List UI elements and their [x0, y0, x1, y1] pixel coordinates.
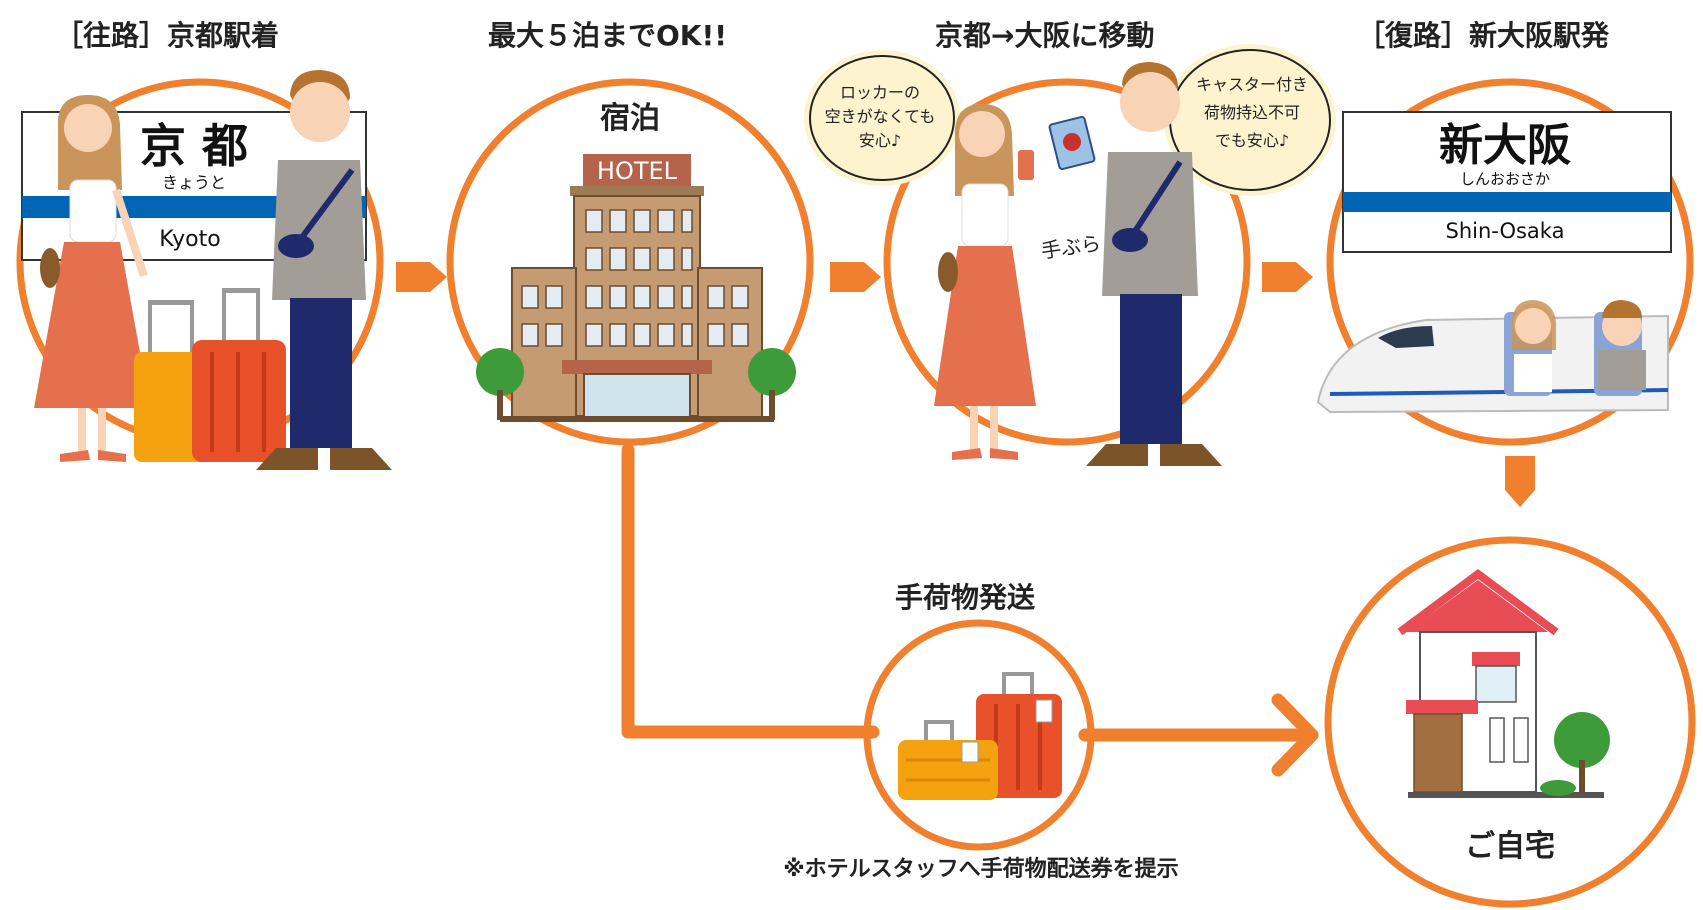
kyoto-sign-kanji: 京 都 — [140, 119, 248, 173]
bubble-right-line-3: でも安心♪ — [1215, 131, 1289, 150]
step-title-move: 京都→大阪に移動 — [935, 19, 1155, 52]
step-title-stay: 最大５泊までOK!! — [488, 19, 728, 52]
tebura-label: 手ぶら — [1040, 231, 1103, 263]
bubble-right-line-1: キャスター付き — [1196, 75, 1308, 94]
man-figure — [256, 70, 392, 470]
bubble-right-line-2: 荷物持込不可 — [1204, 103, 1300, 122]
connectors — [621, 443, 1319, 777]
bubble-left-line-3: 安心♪ — [859, 131, 901, 150]
connector-hotel-to-shipping — [621, 443, 880, 739]
shipping-luggage-icon — [898, 672, 1062, 800]
arrow-right-icon — [396, 262, 447, 292]
stay-label: 宿泊 — [600, 101, 660, 136]
footnote: ※ホテルスタッフへ手荷物配送券を提示 — [783, 856, 1178, 882]
arrowhead-to-home — [1271, 693, 1319, 777]
shinkansen-train-icon — [1316, 300, 1669, 414]
step-title-outbound: ［往路］京都駅着 — [55, 19, 280, 52]
kyoto-sign-roman: Kyoto — [159, 227, 220, 252]
circle-shipping — [863, 619, 1095, 851]
shinosaka-sign-kanji: 新大阪 — [1439, 120, 1571, 171]
shinosaka-sign-roman: Shin-Osaka — [1446, 219, 1565, 243]
hotel-sign-text: HOTEL — [597, 157, 678, 185]
arrow-right-icon — [830, 262, 881, 292]
man-figure-moving — [1048, 62, 1222, 466]
kyoto-sign-kana: きょうと — [162, 173, 226, 192]
step-title-ship: 手荷物発送 — [895, 581, 1036, 614]
speech-bubble-left: ロッカーの 空きがなくても 安心♪ — [804, 50, 960, 186]
shinosaka-sign-kana: しんおおさか — [1460, 170, 1550, 188]
arrow-right-icon — [1262, 262, 1313, 292]
suitcases-icon — [134, 288, 286, 462]
circle-stay — [446, 78, 814, 446]
woman-figure — [34, 95, 150, 462]
bubble-left-line-2: 空きがなくても — [825, 107, 936, 126]
circle-home — [1324, 536, 1696, 908]
woman-figure-moving — [934, 104, 1036, 460]
shinosaka-station-sign: 新大阪 しんおおさか Shin-Osaka — [1342, 111, 1672, 253]
circle-move — [883, 78, 1251, 446]
home-label: ご自宅 — [1465, 829, 1555, 864]
hotel-building-icon: 宿泊 HOTEL — [476, 101, 796, 422]
speech-bubble-right: キャスター付き 荷物持込不可 でも安心♪ — [1164, 44, 1336, 196]
house-icon — [1397, 569, 1610, 798]
bubble-left-line-1: ロッカーの — [840, 83, 920, 102]
arrow-down-icon — [1505, 456, 1535, 507]
step-title-return: ［復路］新大阪駅発 — [1357, 19, 1610, 52]
circle-return — [1326, 78, 1694, 446]
chevron-arrows — [396, 262, 1535, 507]
